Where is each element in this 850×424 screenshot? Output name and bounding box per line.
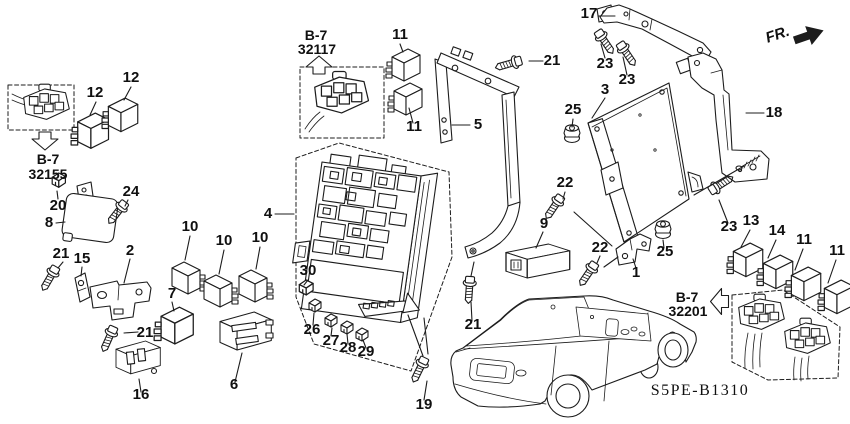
callout-21-b[interactable]: 21: [137, 324, 154, 341]
relay-7: [153, 306, 194, 345]
connector-32201-b: [784, 317, 831, 382]
callout-21-c[interactable]: 21: [544, 52, 561, 69]
relay-10-b: [203, 274, 239, 308]
relay-10-c: [238, 269, 274, 303]
callout-21-a[interactable]: 21: [53, 245, 70, 262]
callout-11-a[interactable]: 11: [392, 26, 408, 43]
ref-box-32117: [299, 66, 385, 139]
relay-13: [726, 242, 764, 278]
diagram-code: S5PE-B1310: [651, 382, 750, 399]
fr-direction-label: FR.: [763, 23, 791, 47]
ref-box-32201: [731, 289, 841, 381]
nut-25-b: [654, 220, 672, 240]
callout-16[interactable]: 16: [133, 386, 150, 403]
bolt-23-a: [591, 26, 619, 58]
ref-label-32117-line1[interactable]: B-7: [305, 27, 328, 43]
module-8: [61, 181, 119, 244]
callout-23-b[interactable]: 23: [619, 71, 636, 88]
bolt-21-c: [493, 53, 524, 75]
fusebox-dashed-boundary: [295, 142, 453, 372]
callout-26[interactable]: 26: [304, 321, 321, 338]
relay-12-b: [101, 97, 139, 133]
callout-14[interactable]: 14: [769, 222, 786, 239]
connector-32155: [11, 83, 70, 120]
callout-2[interactable]: 2: [126, 242, 134, 259]
bracket-1: [615, 233, 652, 266]
car-side-panel-detail: [575, 306, 652, 342]
callout-5[interactable]: 5: [474, 116, 482, 133]
bracket-18: [675, 52, 770, 183]
callout-9[interactable]: 9: [540, 215, 548, 232]
callout-19[interactable]: 19: [416, 396, 433, 413]
callout-23-a[interactable]: 23: [597, 55, 614, 72]
callout-12-a[interactable]: 12: [87, 84, 104, 101]
ref-label-32117-line2[interactable]: 32117: [298, 41, 336, 57]
callout-13[interactable]: 13: [743, 212, 760, 229]
ref-arrow-down-icon: [31, 131, 59, 151]
clip-28: [340, 320, 354, 335]
ref-arrow-up-icon: [305, 55, 333, 75]
callout-6[interactable]: 6: [230, 376, 238, 393]
bracket-15: [74, 272, 91, 303]
labels: 12 12 20 24 8 21 15 2 21 16 7 10 10 10 6…: [29, 5, 845, 413]
callout-10-c[interactable]: 10: [252, 229, 269, 246]
fr-direction-arrow-icon: [792, 26, 824, 46]
car-illustration: [450, 295, 697, 418]
callout-29[interactable]: 29: [358, 343, 375, 360]
callout-10-a[interactable]: 10: [182, 218, 199, 235]
callout-30[interactable]: 30: [300, 262, 317, 279]
callout-25-a[interactable]: 25: [565, 101, 582, 118]
callout-4[interactable]: 4: [264, 205, 273, 222]
ref-label-32201-line2[interactable]: 32201: [669, 303, 708, 319]
ecu-3: [587, 82, 704, 243]
callout-11-d[interactable]: 11: [829, 242, 845, 259]
callout-18[interactable]: 18: [766, 104, 783, 121]
ref-label-32155-line2[interactable]: 32155: [29, 166, 68, 182]
callout-22-b[interactable]: 22: [592, 239, 609, 256]
leader-lines: [55, 15, 837, 401]
callout-17[interactable]: 17: [581, 5, 598, 22]
relay-11-a: [385, 48, 421, 82]
callout-12-b[interactable]: 12: [123, 69, 140, 86]
callout-27[interactable]: 27: [323, 332, 340, 349]
ref-label-32201-line1[interactable]: B-7: [676, 289, 699, 305]
callout-28[interactable]: 28: [340, 339, 357, 356]
callout-11-b[interactable]: 11: [406, 118, 422, 135]
callout-8[interactable]: 8: [45, 214, 53, 231]
fusebox-4: [292, 153, 439, 324]
connector-32201-a: [738, 293, 785, 370]
bolt-23-b: [613, 38, 641, 70]
callout-7[interactable]: 7: [168, 285, 176, 302]
callout-15[interactable]: 15: [74, 250, 91, 267]
callout-24[interactable]: 24: [123, 183, 140, 200]
bracket-2: [89, 280, 152, 321]
clip-27: [324, 313, 338, 328]
bracket-5: [434, 46, 521, 259]
module-6: [219, 311, 274, 351]
callout-3[interactable]: 3: [601, 81, 609, 98]
callout-10-b[interactable]: 10: [216, 232, 233, 249]
relay-10-a: [171, 261, 207, 295]
callout-20[interactable]: 20: [50, 197, 67, 214]
relay-11-b: [387, 82, 423, 116]
screw-stud-18: [735, 154, 761, 171]
callout-23-c[interactable]: 23: [721, 218, 738, 235]
callout-11-c[interactable]: 11: [796, 231, 812, 248]
ref-arrow-left-icon: [709, 287, 730, 316]
callout-22-a[interactable]: 22: [557, 174, 574, 191]
connector-32117: [304, 70, 370, 133]
bolt-21-d: [461, 275, 478, 305]
ref-label-32155-line1[interactable]: B-7: [37, 151, 60, 167]
callout-1[interactable]: 1: [632, 264, 640, 281]
clip-29: [355, 327, 369, 342]
module-16: [115, 340, 161, 375]
callout-21-d[interactable]: 21: [465, 316, 482, 333]
relay-11-d: [817, 279, 850, 315]
bolt-22-b: [574, 258, 602, 290]
callout-25-b[interactable]: 25: [657, 243, 674, 260]
module-9: [505, 243, 571, 279]
